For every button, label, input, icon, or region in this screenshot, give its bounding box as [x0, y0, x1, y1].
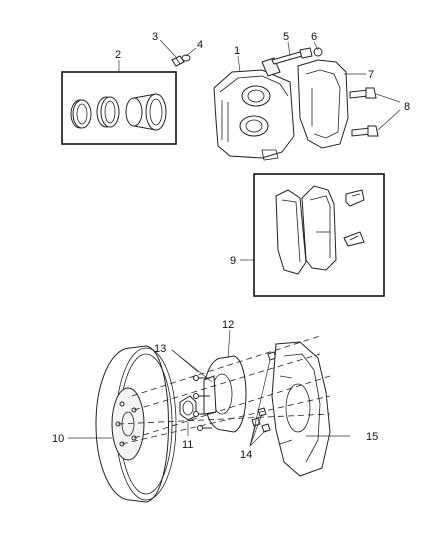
brake-pad-outboard — [275, 189, 307, 275]
guide-pin-bushing — [313, 47, 323, 57]
callout-labels: 1 2 3 4 5 6 7 8 9 10 11 12 13 14 15 — [52, 31, 410, 461]
callout-10: 10 — [52, 433, 64, 445]
callout-3: 3 — [152, 31, 158, 43]
callout-15: 15 — [366, 431, 378, 443]
piston-seal-kit-group — [61, 60, 177, 145]
callout-1: 1 — [234, 45, 240, 57]
piston-dust-boot — [96, 96, 120, 128]
callout-8: 8 — [404, 101, 410, 113]
piston-seal-ring — [70, 99, 92, 129]
callout-11: 11 — [182, 439, 193, 451]
callout-2: 2 — [115, 49, 121, 61]
assembly-alignment-lines — [117, 335, 331, 445]
guide-pin-bolt-group — [271, 41, 323, 65]
callout-5: 5 — [283, 31, 289, 43]
callout-7: 7 — [368, 69, 374, 81]
wheel-studs — [193, 375, 212, 431]
bleeder-screw — [171, 55, 185, 67]
bleeder-screw-group — [159, 39, 197, 67]
caliper-adapter — [297, 59, 366, 149]
brake-splash-shield — [271, 341, 350, 477]
bleeder-cap — [181, 54, 191, 62]
brake-pad-inboard — [301, 185, 337, 271]
callout-12: 12 — [222, 319, 234, 331]
pad-anti-rattle-clip-lower — [343, 231, 365, 247]
brake-rotor — [68, 345, 177, 503]
callout-13: 13 — [154, 343, 166, 355]
adapter-bolt-lower — [351, 125, 379, 137]
adapter-mounting-bolts — [349, 87, 401, 137]
adapter-bolt-upper — [349, 87, 377, 99]
brake-pad-kit-box — [253, 173, 385, 297]
brake-pad-kit-group — [240, 173, 385, 297]
pad-anti-rattle-clip-upper — [345, 189, 365, 207]
callout-9: 9 — [230, 255, 236, 267]
callout-14: 14 — [240, 449, 252, 461]
callout-6: 6 — [311, 31, 317, 43]
caliper-piston — [125, 93, 167, 131]
disc-brake-caliper — [213, 55, 295, 161]
guide-pin-bolt — [271, 47, 313, 65]
callout-4: 4 — [197, 39, 203, 51]
hub-and-bearing-assembly — [171, 329, 247, 433]
